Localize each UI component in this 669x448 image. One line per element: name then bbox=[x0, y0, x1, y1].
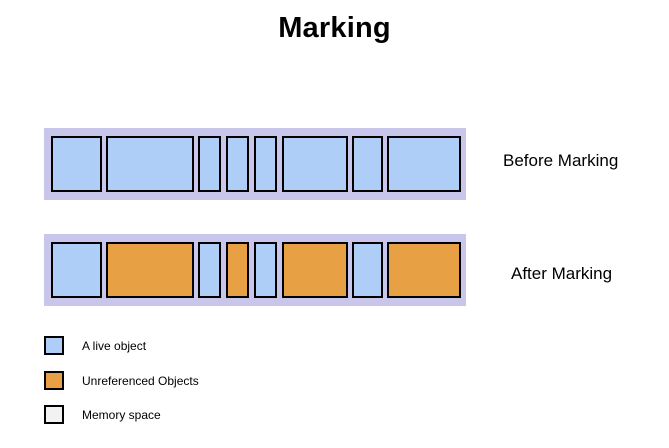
legend-swatch-memory bbox=[44, 405, 64, 424]
object-block bbox=[352, 242, 383, 298]
object-block bbox=[352, 136, 383, 192]
object-block bbox=[254, 242, 277, 298]
memory-track-after bbox=[44, 234, 466, 306]
legend-label-unreferenced: Unreferenced Objects bbox=[82, 374, 199, 388]
legend-swatch-alive bbox=[44, 336, 64, 355]
row-label-before: Before Marking bbox=[503, 151, 619, 170]
object-block bbox=[226, 242, 249, 298]
object-block bbox=[106, 136, 194, 192]
object-block bbox=[282, 242, 348, 298]
object-block bbox=[198, 242, 221, 298]
object-block bbox=[198, 136, 221, 192]
object-block bbox=[51, 242, 102, 298]
object-block bbox=[226, 136, 249, 192]
object-block bbox=[387, 136, 461, 192]
row-label-after: After Marking bbox=[511, 264, 613, 283]
object-block bbox=[254, 136, 277, 192]
memory-track-before bbox=[44, 128, 466, 200]
object-block bbox=[51, 136, 102, 192]
object-block bbox=[282, 136, 348, 192]
diagram-title: Marking bbox=[278, 12, 391, 44]
legend-swatch-unreferenced bbox=[44, 371, 64, 390]
object-block bbox=[106, 242, 194, 298]
object-block bbox=[387, 242, 461, 298]
legend-label-alive: A live object bbox=[82, 339, 147, 353]
legend-label-memory: Memory space bbox=[82, 408, 161, 422]
